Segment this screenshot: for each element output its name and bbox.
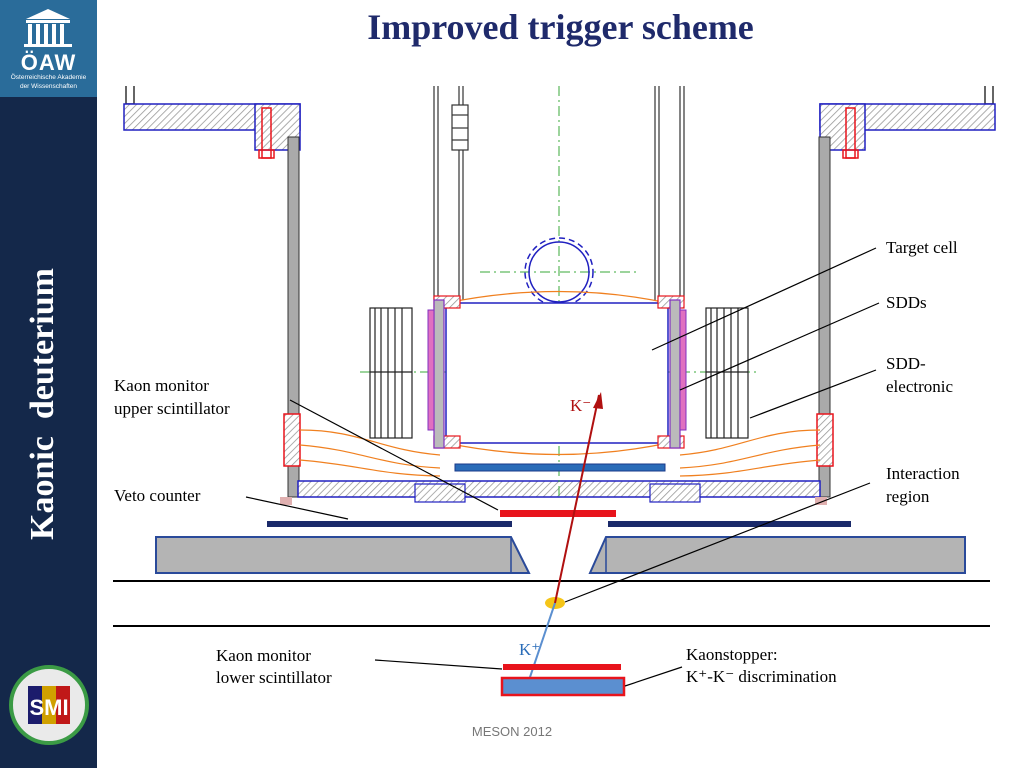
logo-text: ÖAW [20, 50, 77, 75]
kaonstopper [500, 676, 626, 697]
veto-counter-label: Veto counter [114, 486, 201, 505]
academy-building-icon [24, 9, 72, 47]
sdds-label: SDDs [886, 293, 927, 312]
cables [299, 429, 821, 477]
kaon-monitor-lower-scintillator [503, 664, 621, 670]
smi-logo-text: SMI [29, 695, 68, 720]
label-pointers [245, 247, 880, 687]
slide-title: Improved trigger scheme [367, 7, 754, 47]
veto-counter-left [267, 521, 512, 527]
sidebar-vertical-title: Kaonic deuterium [24, 268, 61, 540]
logo-subtitle-2: der Wissenschaften [19, 83, 78, 90]
kaonstopper-label-2: K⁺-K⁻ discrimination [686, 667, 837, 686]
interaction-region-label-1: Interaction [886, 464, 960, 483]
veto-counter-right [608, 521, 851, 527]
kaon-monitor-upper-label-1: Kaon monitor [114, 376, 209, 395]
kaon-monitor-lower-label-2: lower scintillator [216, 668, 332, 687]
exit-window [454, 463, 666, 472]
oaw-logo: ÖAW Österreichische Akademie der Wissens… [0, 0, 97, 97]
sidebar: ÖAW Österreichische Akademie der Wissens… [0, 0, 97, 768]
target-cell-label: Target cell [886, 238, 958, 257]
kaonstopper-label-1: Kaonstopper: [686, 645, 778, 664]
shielding-block-left [155, 536, 531, 574]
vertical-supports [433, 86, 685, 300]
k-minus-track [554, 394, 600, 604]
shielding-block-right [588, 536, 966, 574]
smi-logo: SMI [9, 665, 89, 745]
kaon-monitor-lower-label-1: Kaon monitor [216, 646, 311, 665]
kaon-monitor-upper-scintillator [500, 510, 616, 517]
sdd-electronic-label-1: SDD- [886, 354, 926, 373]
sdd-electronics [369, 307, 749, 439]
footer: MESON 2012 [471, 724, 553, 739]
kaon-monitor-upper-label-2: upper scintillator [114, 399, 230, 418]
logo-subtitle-1: Österreichische Akademie [10, 74, 87, 81]
trigger-scheme-diagram [113, 86, 996, 697]
k-minus-label: K⁻ [570, 396, 592, 415]
k-plus-label: K⁺ [519, 640, 541, 659]
interaction-region-label-2: region [886, 487, 930, 506]
k-plus-track [526, 602, 556, 687]
k-minus-arrowhead [593, 392, 603, 409]
target-cell [427, 290, 687, 456]
sdd-electronic-label-2: electronic [886, 377, 954, 396]
